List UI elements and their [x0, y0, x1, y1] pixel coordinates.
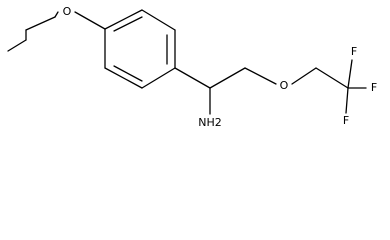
oxygen-label-right: O — [280, 79, 289, 92]
ring-bond-1 — [104, 9, 143, 30]
oxygen-label-left: O — [63, 5, 72, 18]
fluorine-label-right: F — [371, 81, 377, 94]
molecule-canvas: O NH2 O F F F — [7, 5, 377, 129]
bond-ring-to-ch — [174, 67, 211, 89]
fluorine-label-bottom: F — [343, 114, 349, 127]
ring-bond-2 — [141, 9, 176, 31]
bond-ch2-to-oxygen — [244, 67, 277, 85]
ring-double-bond-top — [113, 16, 143, 32]
bond-propyl-to-oxygen — [54, 11, 59, 18]
ring-double-bond-bottom — [113, 65, 143, 82]
ring-bond-4 — [141, 67, 176, 89]
bond-oxygen-to-ch2 — [291, 67, 317, 85]
bond-c-to-fluorine-top — [347, 59, 353, 89]
structure-diagram: O NH2 O F F F — [7, 5, 377, 129]
bond-ch-to-ch2 — [209, 67, 246, 89]
bond-oxygen-to-ring — [74, 11, 106, 30]
amine-label: NH2 — [198, 116, 222, 129]
fluorine-label-top: F — [351, 45, 357, 58]
bond-ch2-to-cf3 — [315, 67, 349, 89]
bond-propyl-3 — [25, 16, 56, 31]
bond-c-to-fluorine-bottom — [345, 87, 349, 114]
ring-bond-5 — [104, 67, 143, 89]
bond-propyl-1 — [7, 39, 27, 52]
